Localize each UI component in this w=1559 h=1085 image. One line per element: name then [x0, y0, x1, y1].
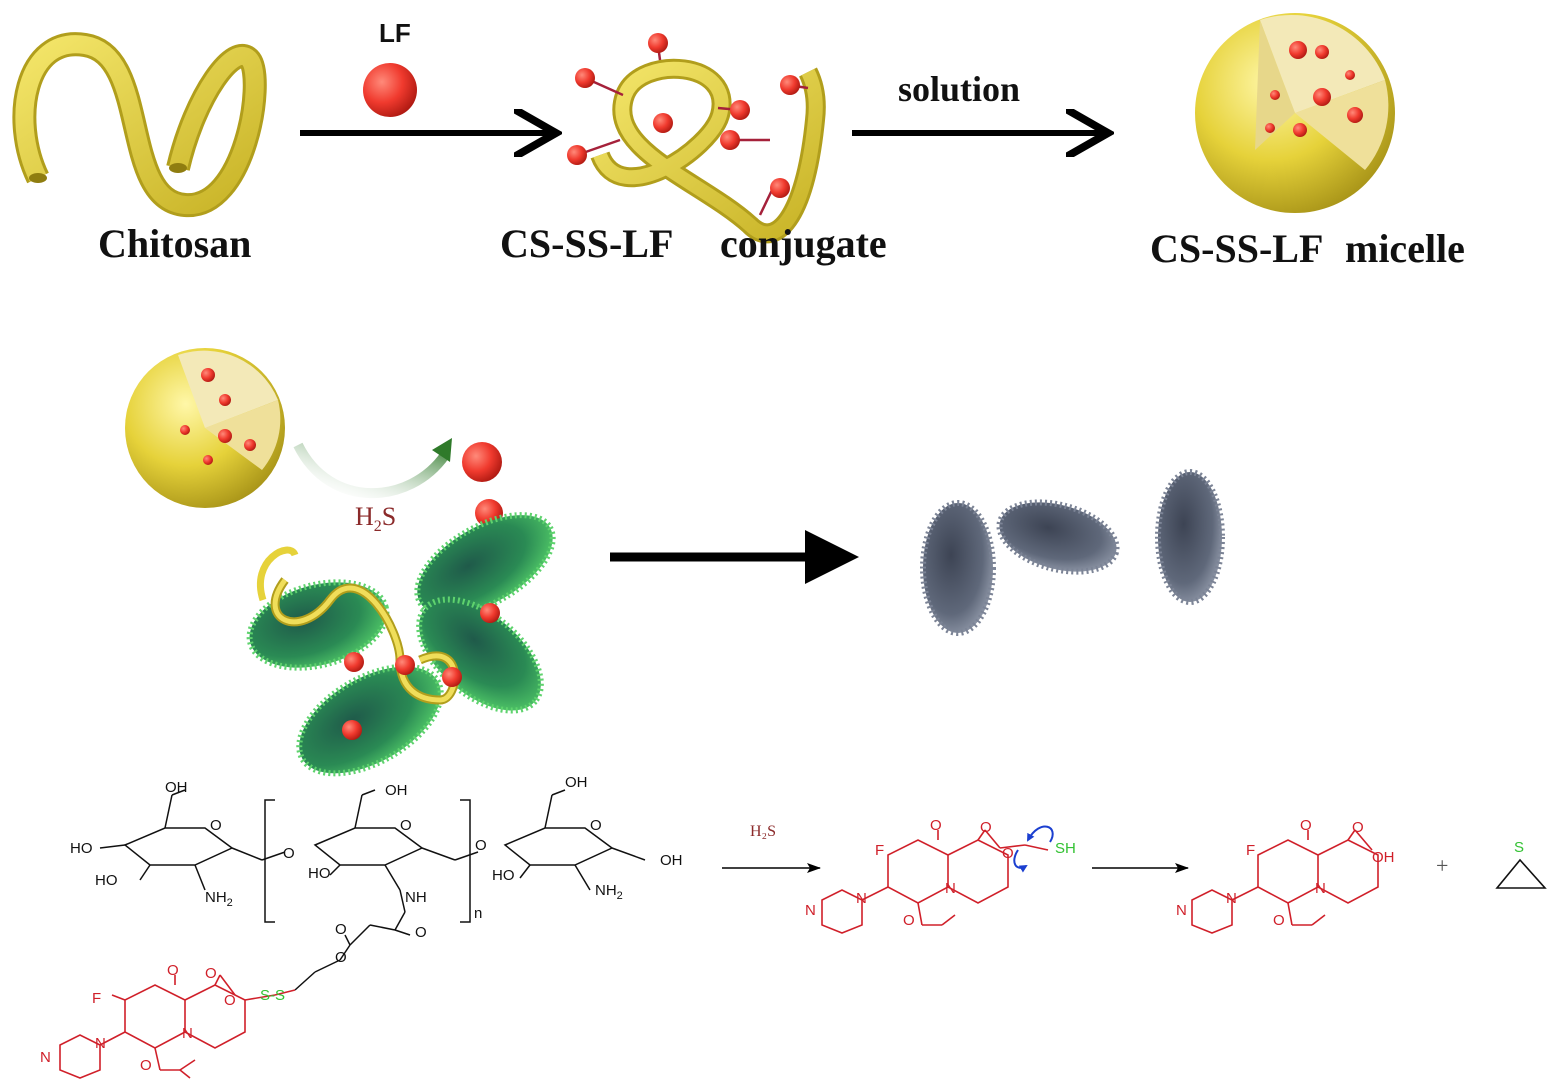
released-drug-1: [462, 442, 502, 482]
dead-bacteria: [920, 469, 1225, 636]
ho-label-2: HO: [95, 872, 118, 889]
curly-arrow: [1027, 825, 1054, 843]
micelle-sphere: [1195, 13, 1395, 213]
oh-label-3: OH: [565, 774, 588, 791]
drug-n-9: N: [1315, 880, 1326, 897]
drug-acid-oh: OH: [1372, 849, 1395, 866]
drug-n-5: N: [805, 902, 816, 919]
oh-label-2: OH: [385, 782, 408, 799]
drug-keto-o-3: O: [1300, 817, 1312, 834]
release-arrow: [293, 442, 450, 499]
drug-n-6: N: [945, 880, 956, 897]
disulfide-label: S-S: [260, 987, 285, 1004]
ho-label-1: HO: [70, 840, 93, 857]
thiol-label: SH: [1055, 840, 1076, 857]
drug-acid-o-1: O: [205, 965, 217, 982]
levofloxacin-product-structure: [1191, 829, 1379, 934]
chitosan-strand: [12, 32, 267, 217]
drug-keto-o-2: O: [930, 817, 942, 834]
drug-acid-o-2: O: [980, 819, 992, 836]
conjugate-strand: [567, 33, 826, 244]
glycosidic-o-2: O: [475, 837, 487, 854]
micelle-label-a: CS-SS-LF: [1150, 226, 1323, 271]
ester-o-1: O: [335, 921, 347, 938]
plus-sign: +: [1436, 853, 1448, 878]
thiirane-s-label: S: [1514, 839, 1524, 856]
amide-o: O: [415, 924, 427, 941]
thiirane-structure: S: [1495, 839, 1547, 889]
conjugate-label-b: conjugate: [720, 221, 887, 266]
drug-n-1: N: [95, 1035, 106, 1052]
drug-n-3: N: [182, 1025, 193, 1042]
chitosan-label: Chitosan: [98, 221, 251, 266]
nh-label: NH: [405, 889, 427, 906]
drug-n-2: N: [40, 1049, 51, 1066]
ester-o-2: O: [335, 949, 347, 966]
ring-o-3: O: [590, 817, 602, 834]
micelle-label-b: micelle: [1345, 226, 1465, 271]
solution-label: solution: [898, 69, 1020, 109]
drug-f-1: F: [92, 990, 101, 1007]
glycosidic-o-1: O: [283, 845, 295, 862]
nh2-label-2: NH2: [595, 882, 623, 902]
live-bacteria-cluster: [246, 512, 556, 777]
chitosan-structure: [99, 789, 646, 991]
thiol-intermediate-structure: [821, 829, 1049, 934]
ho-label-3: HO: [308, 865, 331, 882]
micelle-sphere-small: [125, 348, 285, 508]
drug-f-3: F: [1246, 842, 1255, 859]
drug-ring-o-2: O: [903, 912, 915, 929]
drug-f-2: F: [875, 842, 884, 859]
lf-label: LF: [379, 18, 411, 48]
h2s-reagent-label: H₂S: [750, 823, 776, 840]
conjugate-label-a: CS-SS-LF: [500, 221, 673, 266]
drug-acid-o-3: O: [1352, 819, 1364, 836]
h2s-label: H2S: [355, 502, 396, 535]
lf-drug-particle: [363, 63, 417, 117]
ring-o-1: O: [210, 817, 222, 834]
oh-label-1: OH: [165, 779, 188, 796]
drug-ring-o-1: O: [140, 1057, 152, 1074]
repeat-n: n: [474, 905, 482, 922]
levofloxacin-conjugate-structure: [59, 974, 296, 1079]
drug-ester-o-2: O: [1002, 845, 1014, 862]
ring-o-2: O: [400, 817, 412, 834]
drug-n-7: N: [1226, 890, 1237, 907]
drug-n-8: N: [1176, 902, 1187, 919]
nh2-label-1: NH2: [205, 889, 233, 909]
drug-n-4: N: [856, 890, 867, 907]
ho-label-4: HO: [492, 867, 515, 884]
drug-ester-o-1: O: [224, 992, 236, 1009]
drug-keto-o-1: O: [167, 962, 179, 979]
drug-ring-o-3: O: [1273, 912, 1285, 929]
oh-label-4: OH: [660, 852, 683, 869]
